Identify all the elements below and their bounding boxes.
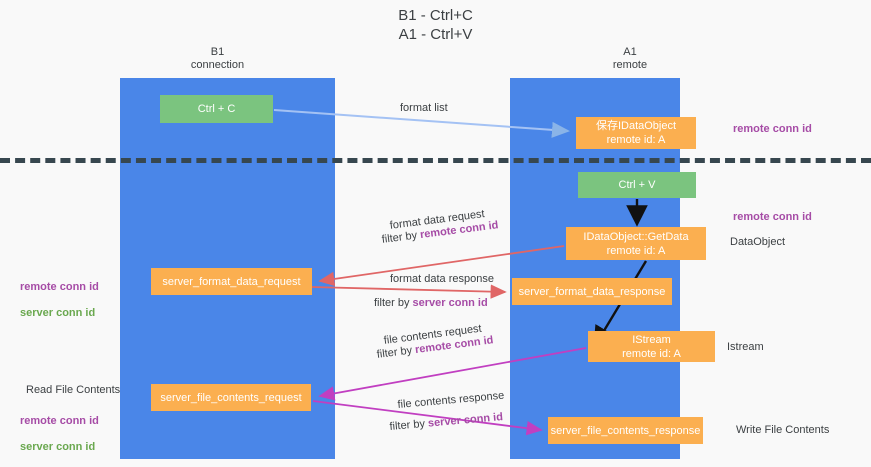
annotation-conn-ids-middle: remote conn id server conn id: [20, 268, 99, 333]
node-ctrl-v[interactable]: Ctrl + V: [578, 172, 696, 198]
node-server-file-contents-request[interactable]: server_file_contents_request: [151, 384, 311, 411]
edge-label-filter-by-server-conn-id-1: filter by server conn id: [374, 296, 488, 311]
annotation-remote-conn-id-left-bottom: remote conn id: [20, 415, 99, 427]
page-title: B1 - Ctrl+C A1 - Ctrl+V: [398, 7, 473, 43]
node-ctrl-c[interactable]: Ctrl + C: [160, 95, 273, 123]
annotation-read-file-contents: Read File Contents: [26, 384, 121, 396]
node-server-format-data-request[interactable]: server_format_data_request: [151, 268, 312, 295]
annotation-istream: Istream: [727, 341, 764, 353]
node-server-format-data-response[interactable]: server_format_data_response: [512, 278, 672, 305]
lane-header-a1: A1 remote: [612, 46, 648, 71]
annotation-server-conn-id-left-mid: server conn id: [20, 307, 96, 319]
server-conn-id-text-1: server conn id: [412, 297, 488, 309]
node-idataobject-getdata[interactable]: IDataObject::GetData remote id: A: [566, 227, 706, 260]
server-conn-id-text-2: server conn id: [427, 411, 504, 430]
node-istream[interactable]: IStream remote id: A: [588, 331, 715, 362]
annotation-dataobject: DataObject: [730, 236, 786, 248]
lane-header-b1: B1 connection: [190, 46, 245, 71]
edge-label-format-list: format list: [400, 102, 448, 114]
filter-by-text-3: filter by: [376, 344, 416, 361]
filter-by-text-1: filter by: [381, 229, 421, 246]
annotation-remote-conn-id-top: remote conn id: [733, 123, 812, 135]
phase-divider: [0, 158, 871, 163]
edge-label-format-data-response: format data response: [390, 273, 494, 285]
annotation-conn-ids-bottom: remote conn id server conn id: [20, 402, 99, 467]
edge-label-filter-by-server-conn-id-2: filter by server conn id: [389, 410, 504, 435]
annotation-server-conn-id-left-bottom: server conn id: [20, 441, 96, 453]
edge-format-data-response: [311, 284, 507, 299]
annotation-write-file-contents: Write File Contents: [736, 424, 830, 436]
filter-by-text-2: filter by: [374, 297, 413, 309]
node-save-idataobject[interactable]: 保存IDataObject remote id: A: [576, 117, 696, 149]
annotation-remote-conn-id-mid: remote conn id: [733, 211, 812, 223]
node-server-file-contents-response[interactable]: server_file_contents_response: [548, 417, 703, 444]
edge-label-file-contents-response: file contents response: [397, 389, 505, 411]
filter-by-text-4: filter by: [389, 417, 429, 433]
annotation-remote-conn-id-left-mid: remote conn id: [20, 281, 99, 293]
